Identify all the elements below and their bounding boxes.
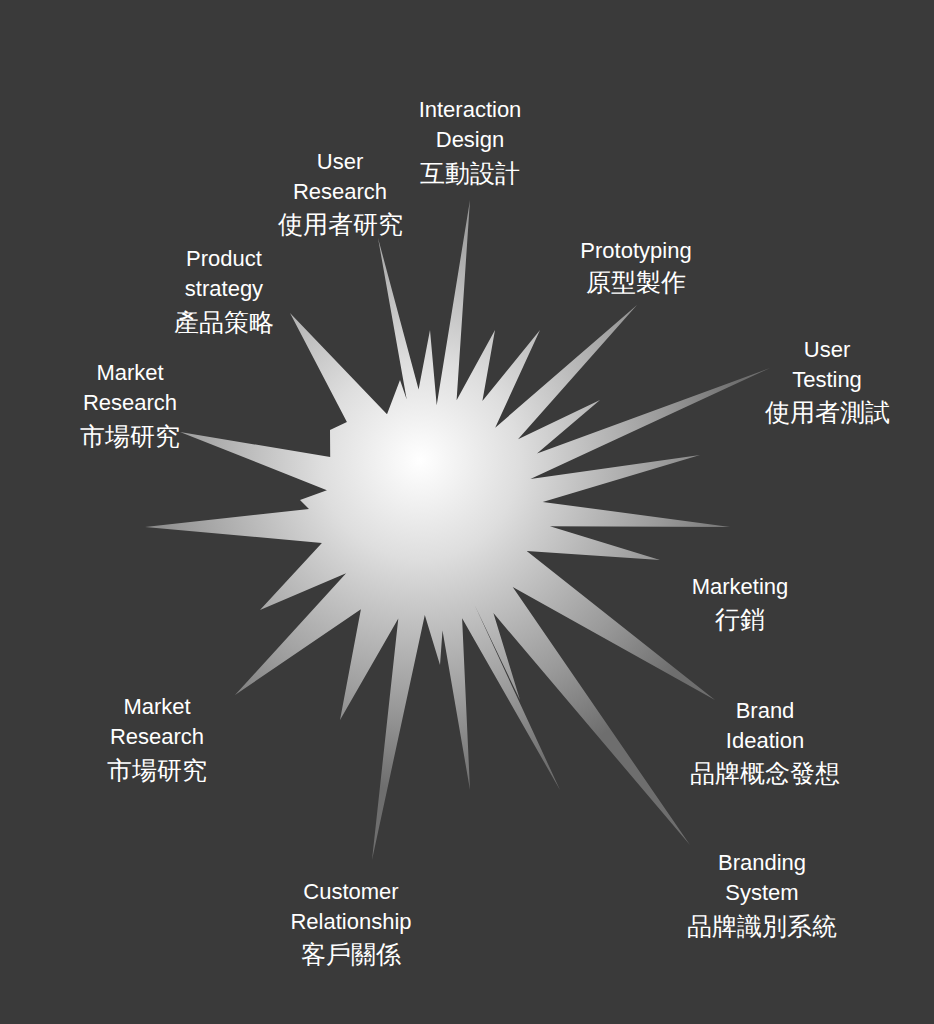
skill-label-chinese: 互動設計	[420, 157, 520, 189]
skill-label: Market Research	[100, 692, 215, 752]
skill-label-chinese: 市場研究	[80, 420, 180, 452]
skill-label-chinese: 行銷	[715, 603, 765, 635]
skill-label: Product strategy	[169, 244, 279, 304]
skill-label: Interaction Design	[405, 95, 535, 155]
skill-label-chinese: 品牌識別系統	[687, 910, 837, 942]
skill-label: User Research	[288, 147, 393, 207]
starburst-shape	[145, 200, 770, 860]
skill-label: Market Research	[73, 358, 188, 418]
skill-label: Marketing	[675, 572, 805, 602]
skill-label-chinese: 原型製作	[586, 266, 686, 298]
skill-label: Brand Ideation	[713, 696, 818, 756]
skill-label-chinese: 產品策略	[174, 306, 274, 338]
skill-label: Prototyping	[561, 236, 711, 266]
skill-label-chinese: 客戶關係	[301, 938, 401, 970]
skill-label-chinese: 市場研究	[107, 754, 207, 786]
skill-label-chinese: 品牌概念發想	[690, 757, 840, 789]
skill-label: Customer Relationship	[276, 877, 426, 937]
skill-label-chinese: 使用者測試	[765, 396, 890, 428]
skill-label: Branding System	[705, 848, 820, 908]
skill-label-chinese: 使用者研究	[278, 208, 403, 240]
skill-label: User Testing	[780, 335, 875, 395]
